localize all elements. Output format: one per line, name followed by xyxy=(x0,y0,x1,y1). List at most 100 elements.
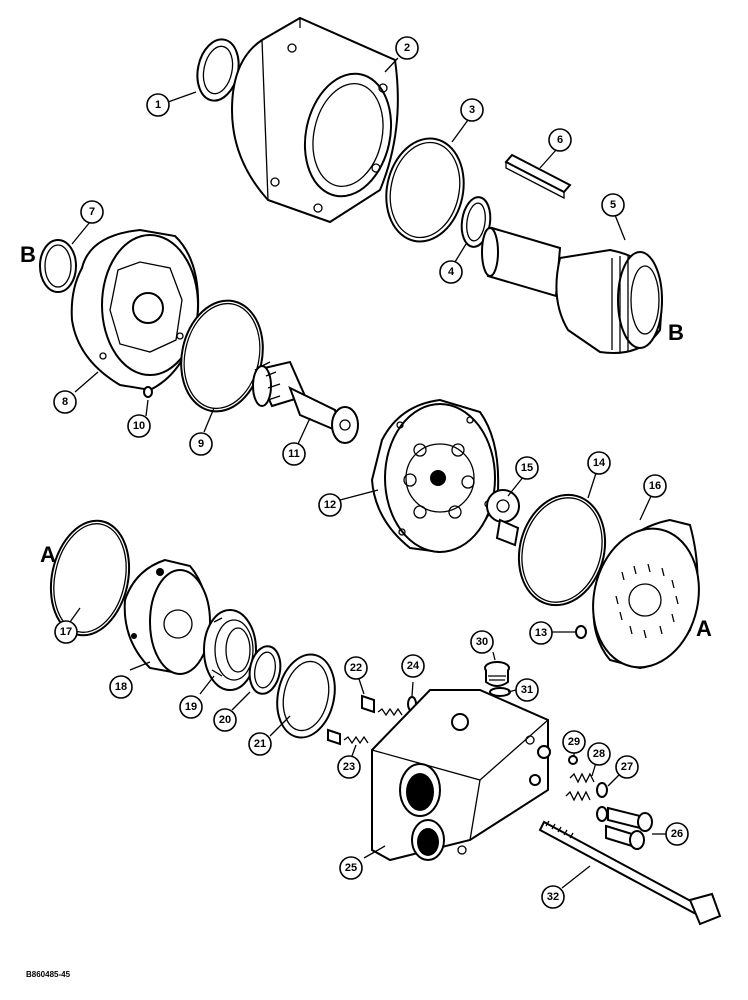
callout-23: 23 xyxy=(337,755,361,779)
callout-19: 19 xyxy=(179,695,203,719)
callout-11: 11 xyxy=(282,442,306,466)
part-32-bolt xyxy=(538,820,722,926)
svg-text:18: 18 xyxy=(115,681,127,693)
part-16-cover-plate: A xyxy=(592,518,712,670)
part-27-o-rings xyxy=(596,782,608,822)
part-6-key xyxy=(504,153,572,200)
part-19-bearing-plate xyxy=(203,609,257,691)
callout-22: 22 xyxy=(344,656,368,680)
callout-3: 3 xyxy=(460,98,484,122)
callout-14: 14 xyxy=(587,451,611,475)
callout-30: 30 xyxy=(470,630,494,654)
figure-reference-code: B860485-45 xyxy=(26,970,71,979)
callout-12: 12 xyxy=(318,493,342,517)
part-5-shaft-assembly: B xyxy=(481,226,684,354)
part-26-plugs xyxy=(605,806,653,850)
part-23-springs xyxy=(343,707,403,745)
svg-text:13: 13 xyxy=(535,627,547,639)
svg-text:31: 31 xyxy=(521,684,533,696)
part-9-o-ring xyxy=(180,299,264,413)
callout-29: 29 xyxy=(562,730,586,754)
part-18-rotor xyxy=(123,558,211,675)
section-letter-a-left: A xyxy=(40,542,56,567)
svg-text:4: 4 xyxy=(448,266,455,278)
callout-26: 26 xyxy=(665,822,689,846)
svg-text:28: 28 xyxy=(593,748,605,760)
callout-7: 7 xyxy=(80,200,104,224)
callout-9: 9 xyxy=(189,432,213,456)
part-8-end-cap xyxy=(70,228,200,392)
part-15-star-gear xyxy=(486,489,520,547)
part-12-gerotor-plate xyxy=(370,398,500,554)
callout-32: 32 xyxy=(541,885,565,909)
svg-text:8: 8 xyxy=(62,396,68,408)
part-4-ring xyxy=(460,196,492,248)
svg-text:16: 16 xyxy=(649,480,661,492)
svg-text:1: 1 xyxy=(155,99,161,111)
part-3-o-ring xyxy=(385,137,465,243)
svg-text:5: 5 xyxy=(610,199,616,211)
svg-text:20: 20 xyxy=(219,714,231,726)
callout-8: 8 xyxy=(53,390,77,414)
svg-text:25: 25 xyxy=(345,862,357,874)
svg-text:10: 10 xyxy=(133,420,145,432)
svg-text:22: 22 xyxy=(350,662,362,674)
section-letter-b-left: B xyxy=(20,242,36,267)
part-7-ring xyxy=(39,239,77,293)
svg-text:14: 14 xyxy=(593,457,606,469)
part-22-pins xyxy=(327,694,375,746)
svg-text:9: 9 xyxy=(198,438,204,450)
part-14-o-ring xyxy=(517,493,607,607)
svg-text:3: 3 xyxy=(469,104,475,116)
callout-6: 6 xyxy=(548,128,572,152)
part-20-ring xyxy=(248,645,282,695)
callout-28: 28 xyxy=(587,742,611,766)
svg-text:12: 12 xyxy=(324,499,336,511)
svg-text:2: 2 xyxy=(404,42,410,54)
callout-20: 20 xyxy=(213,708,237,732)
svg-text:6: 6 xyxy=(557,134,563,146)
svg-text:7: 7 xyxy=(89,206,95,218)
part-30-plug xyxy=(484,661,510,687)
callout-16: 16 xyxy=(643,474,667,498)
svg-text:11: 11 xyxy=(288,448,300,460)
svg-text:17: 17 xyxy=(60,626,72,638)
part-11-gear-shaft xyxy=(252,360,359,444)
svg-text:19: 19 xyxy=(185,701,197,713)
svg-text:29: 29 xyxy=(568,736,580,748)
part-25-valve-body xyxy=(371,689,551,862)
svg-text:23: 23 xyxy=(343,761,355,773)
callout-1: 1 xyxy=(146,93,170,117)
callout-17: 17 xyxy=(54,620,78,644)
callout-24: 24 xyxy=(401,654,425,678)
callout-27: 27 xyxy=(615,755,639,779)
callout-13: 13 xyxy=(529,621,553,645)
callout-25: 25 xyxy=(339,856,363,880)
part-2-housing xyxy=(230,16,399,224)
callout-15: 15 xyxy=(515,456,539,480)
svg-text:27: 27 xyxy=(621,761,633,773)
callout-4: 4 xyxy=(439,260,463,284)
svg-text:32: 32 xyxy=(547,891,559,903)
callout-31: 31 xyxy=(515,678,539,702)
section-letter-b-right: B xyxy=(668,320,684,345)
part-28-springs xyxy=(565,772,595,802)
callout-21: 21 xyxy=(248,732,272,756)
leader-lines xyxy=(69,57,666,889)
svg-text:24: 24 xyxy=(407,660,420,672)
svg-text:30: 30 xyxy=(476,636,488,648)
callout-5: 5 xyxy=(601,193,625,217)
part-17-o-ring xyxy=(49,519,131,637)
part-10-small-o-ring xyxy=(143,386,153,398)
part-21-ring xyxy=(276,653,336,739)
callout-18: 18 xyxy=(109,675,133,699)
svg-text:26: 26 xyxy=(671,828,683,840)
part-13-small-o-ring xyxy=(575,625,587,639)
section-letter-a-right: A xyxy=(696,616,712,641)
callout-2: 2 xyxy=(395,36,419,60)
part-29-ball xyxy=(568,755,578,765)
callout-10: 10 xyxy=(127,414,151,438)
svg-text:15: 15 xyxy=(521,462,533,474)
svg-text:21: 21 xyxy=(254,738,266,750)
